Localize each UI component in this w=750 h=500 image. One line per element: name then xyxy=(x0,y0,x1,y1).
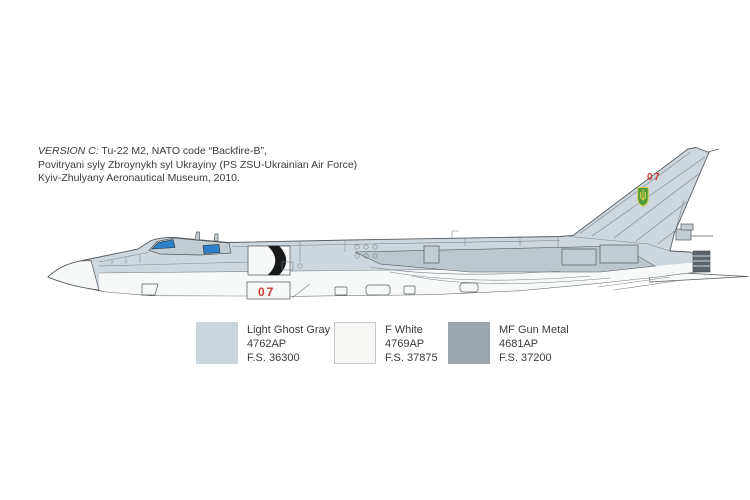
nose-radome xyxy=(47,252,149,291)
engine-intake xyxy=(247,245,291,276)
rear-canopy-glass xyxy=(202,244,221,254)
version-note-line1: VERSION C: Tu-22 M2, NATO code “Backfire… xyxy=(38,145,458,159)
canopy xyxy=(148,231,232,256)
fin-number: 07 xyxy=(647,172,661,183)
intake-lip xyxy=(267,245,287,276)
fuselage xyxy=(47,147,710,297)
blade-antenna xyxy=(213,233,219,242)
fuselage-details xyxy=(281,230,639,271)
version-note: VERSION C: Tu-22 M2, NATO code “Backfire… xyxy=(38,145,458,186)
version-line1-rest: Tu-22 M2, NATO code “Backfire-B”, xyxy=(98,145,267,157)
intake-number: 07 xyxy=(258,285,275,299)
tail-gun-turret xyxy=(675,223,713,273)
version-note-line2: Povitryani syly Zbroynykh syl Ukrayiny (… xyxy=(38,158,358,171)
version-note-line3: Kyiv-Zhulyany Aeronautical Museum, 2010. xyxy=(38,172,240,184)
blade-antenna xyxy=(194,231,200,241)
version-label: VERSION C: xyxy=(38,145,99,157)
windshield-glass xyxy=(151,239,176,250)
nose-gear-door xyxy=(141,283,159,296)
intake-number-box: 07 xyxy=(246,281,311,300)
tail-fin: 07 xyxy=(564,148,720,252)
trident-emblem xyxy=(637,187,649,207)
